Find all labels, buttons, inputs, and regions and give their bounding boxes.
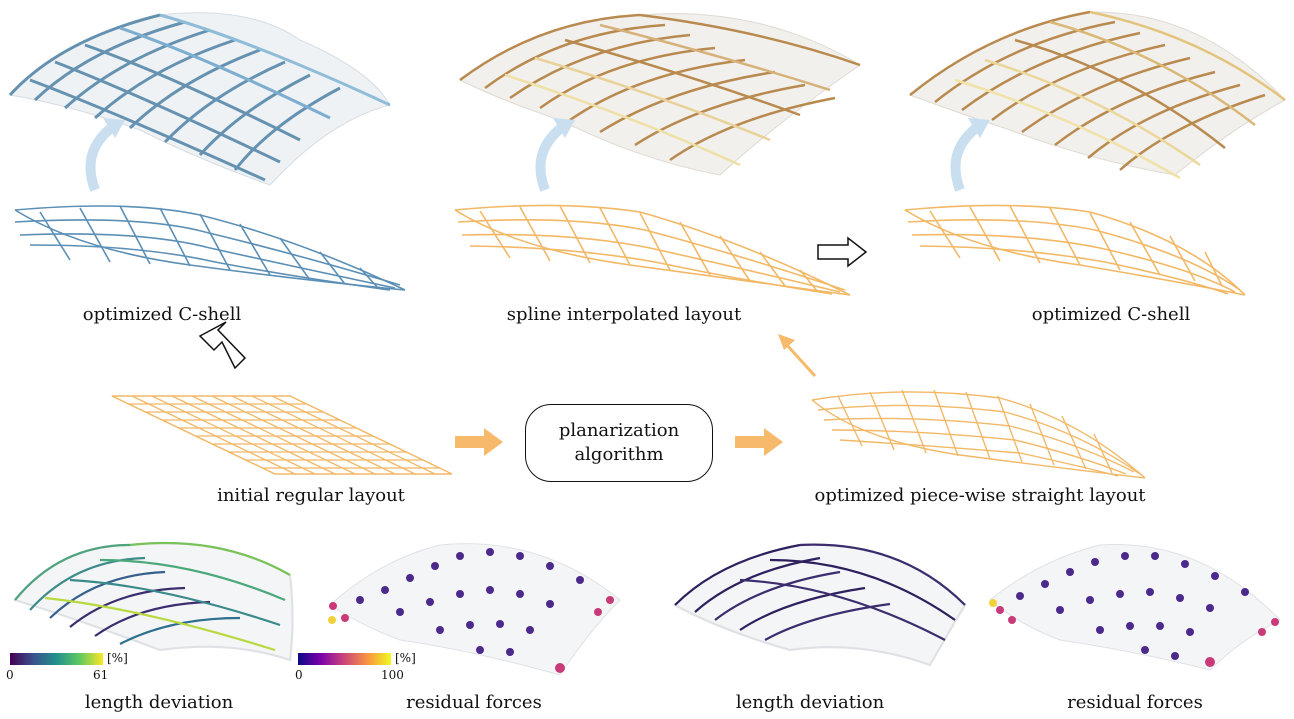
- length-colorbar: [10, 653, 103, 665]
- planarization-box: planarization algorithm: [525, 404, 713, 482]
- length-colorbar-max: 61: [93, 668, 109, 682]
- blue-flat-layout: [14, 205, 406, 291]
- length-deviation-shell-left: [13, 541, 294, 662]
- forces-colorbar-min: 0: [295, 668, 303, 682]
- orange-flat-optimized-layout: [904, 204, 1246, 296]
- blue-shell-render: [8, 12, 391, 192]
- label-residual-forces-left: residual forces: [406, 692, 542, 713]
- label-optimized-cshell-right: optimized C-shell: [1031, 304, 1191, 325]
- label-residual-forces-right: residual forces: [1067, 692, 1203, 713]
- length-colorbar-min: 0: [6, 668, 14, 682]
- label-initial-layout: initial regular layout: [217, 485, 405, 506]
- orange-flat-spline-layout: [454, 204, 851, 296]
- orange-arrow-to-algorithm: [455, 428, 503, 456]
- piecewise-layout-graphic: [811, 389, 1146, 479]
- orange-upleft-arrow: [778, 334, 817, 378]
- wood-shell-optimized-render: [909, 10, 1286, 192]
- wood-shell-spline-render: [459, 13, 861, 192]
- label-optimized-cshell-left: optimized C-shell: [82, 304, 242, 325]
- hollow-right-arrow: [817, 236, 868, 268]
- planarization-line2: algorithm: [574, 444, 664, 465]
- length-deviation-shell-right: [673, 543, 967, 667]
- label-length-deviation-right: length deviation: [735, 692, 885, 713]
- forces-colorbar-unit: [%]: [395, 651, 416, 665]
- label-length-deviation-left: length deviation: [84, 692, 234, 713]
- forces-colorbar: [298, 653, 391, 665]
- label-spline-interpolated: spline interpolated layout: [506, 304, 742, 325]
- initial-regular-layout-graphic: [111, 395, 453, 475]
- label-piecewise-layout: optimized piece-wise straight layout: [814, 485, 1146, 506]
- residual-forces-shell-left: [328, 543, 621, 676]
- orange-arrow-from-algorithm: [735, 428, 783, 456]
- forces-colorbar-max: 100: [381, 668, 404, 682]
- planarization-line1: planarization: [558, 420, 680, 441]
- hollow-upleft-arrow: [198, 321, 247, 370]
- length-colorbar-unit: [%]: [107, 651, 128, 665]
- residual-forces-shell-right: [989, 543, 1281, 671]
